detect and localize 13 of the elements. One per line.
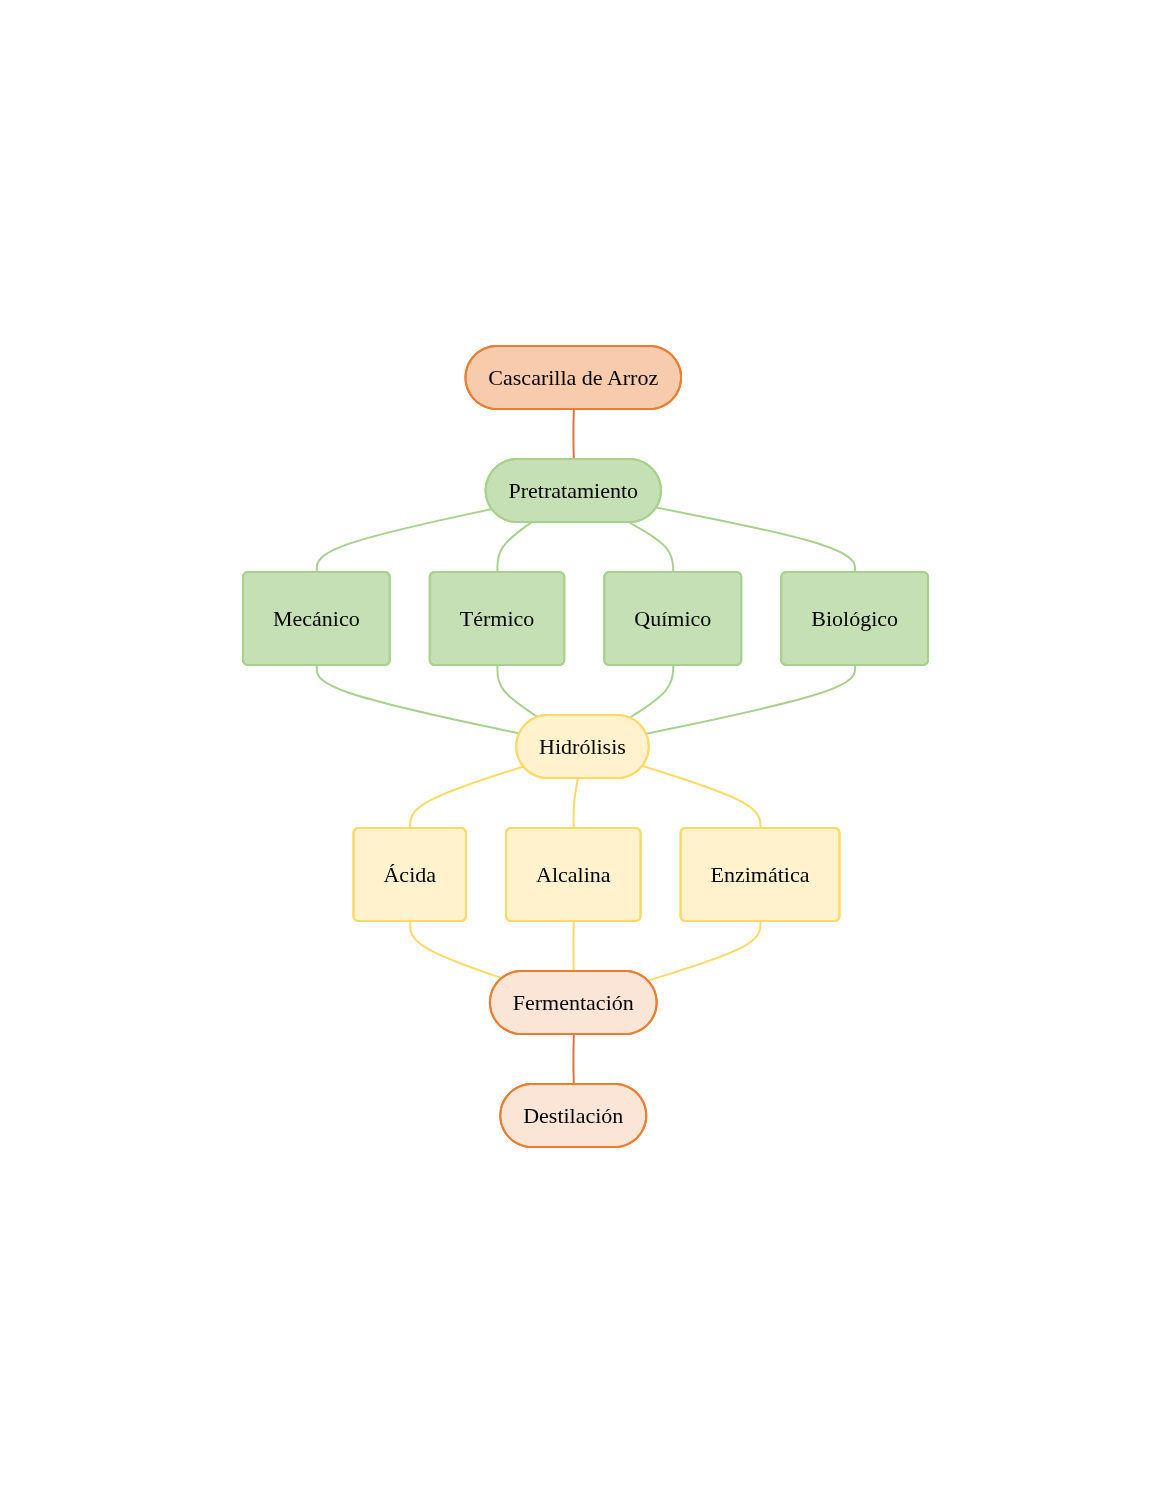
connector: [656, 506, 857, 574]
connector: [409, 920, 504, 980]
connector: [496, 521, 533, 574]
connector: [629, 664, 675, 719]
connector: [573, 777, 580, 830]
connector: [645, 664, 857, 735]
connector: [647, 920, 762, 982]
connector: [642, 765, 762, 830]
connector: [572, 920, 576, 973]
connector: [572, 408, 576, 461]
connector: [409, 765, 525, 830]
connector: [628, 521, 675, 574]
connector: [572, 1033, 576, 1086]
